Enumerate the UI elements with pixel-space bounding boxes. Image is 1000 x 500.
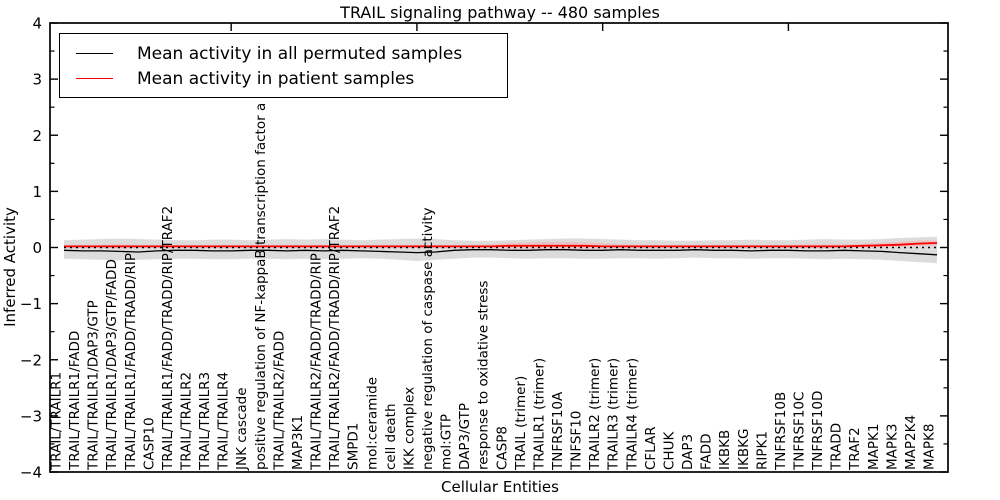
x-tick-label: SMPD1 xyxy=(346,423,362,470)
x-tick-label: CASP10 xyxy=(141,417,157,470)
y-tick-label: 2 xyxy=(32,127,42,145)
legend-line-patient-icon xyxy=(76,78,113,79)
y-tick-label: 3 xyxy=(32,71,42,89)
chart-title: TRAIL signaling pathway -- 480 samples xyxy=(340,3,660,22)
x-tick-label: response to oxidative stress xyxy=(476,281,492,470)
x-tick-label: MAPK8 xyxy=(922,424,938,470)
x-tick-label: TRAIL/TRAILR1/FADD/TRADD/RIP/TRAF2 xyxy=(160,206,176,471)
y-tick-label: 4 xyxy=(32,15,42,33)
legend-entry-patient: Mean activity in patient samples xyxy=(76,66,497,91)
x-axis-label: Cellular Entities xyxy=(441,478,559,496)
x-tick-label: negative regulation of caspase activity xyxy=(420,208,436,470)
x-tick-label: TRAIL/TRAILR2/FADD/TRADD/RIP xyxy=(309,253,325,471)
x-tick-label: TRADD xyxy=(829,423,845,471)
x-tick-label: TRAIL/TRAILR3 xyxy=(197,372,213,471)
x-tick-label: TNFRSF10A xyxy=(550,391,566,471)
x-tick-label: CASP8 xyxy=(494,426,510,470)
x-tick-label: TRAIL/TRAILR1 xyxy=(49,372,65,471)
x-tick-label: IKBKG xyxy=(736,429,752,470)
x-tick-label: DAP3/GTP xyxy=(457,403,473,470)
x-tick-label: TRAIL (trimer) xyxy=(513,376,529,471)
legend-entry-permuted: Mean activity in all permuted samples xyxy=(76,41,497,66)
x-tick-label: TRAILR3 (trimer) xyxy=(606,358,622,471)
y-tick-label: −2 xyxy=(20,351,42,369)
x-tick-label: cell death xyxy=(383,403,399,470)
x-tick-label: IKBKB xyxy=(717,430,733,470)
x-tick-label: TRAIL/TRAILR1/DAP3/GTP/FADD xyxy=(104,259,120,471)
y-axis-label: Inferred Activity xyxy=(1,207,19,327)
x-tick-label: MAP3K1 xyxy=(290,415,306,470)
x-tick-label: TRAIL/TRAILR1/FADD/TRADD/RIP xyxy=(123,253,139,471)
x-tick-label: JNK cascade xyxy=(234,387,250,471)
x-tick-label: mol:GTP xyxy=(439,414,455,470)
x-tick-label: TNFRSF10B xyxy=(773,392,789,471)
x-tick-label: DAP3 xyxy=(680,434,696,470)
permuted-mean-line xyxy=(63,249,938,256)
x-tick-label: CFLAR xyxy=(643,426,659,470)
x-tick-label: TNFRSF10D xyxy=(810,391,826,471)
x-tick-label: TRAIL/TRAILR1/DAP3/GTP xyxy=(86,300,102,471)
legend-line-permuted-icon xyxy=(76,53,113,54)
x-tick-label: IKK complex xyxy=(401,387,417,470)
x-tick-label: TRAIL/TRAILR1/FADD xyxy=(67,331,83,471)
y-tick-label: −1 xyxy=(20,295,42,313)
x-tick-label: TRAILR4 (trimer) xyxy=(624,358,640,471)
x-tick-label: CHUK xyxy=(661,431,677,470)
x-tick-label: TNFSF10 xyxy=(569,411,585,471)
x-tick-label: mol:ceramide xyxy=(364,377,380,470)
x-tick-label: FADD xyxy=(699,433,715,470)
x-tick-label: TRAF2 xyxy=(847,427,863,471)
x-tick-label: TRAIL/TRAILR4 xyxy=(216,372,232,471)
y-tick-label: −3 xyxy=(20,407,42,425)
legend: Mean activity in all permuted samples Me… xyxy=(59,33,508,98)
legend-label-permuted: Mean activity in all permuted samples xyxy=(137,43,463,64)
y-tick-label: −4 xyxy=(20,464,42,482)
x-tick-label: RIPK1 xyxy=(754,431,770,470)
x-tick-label: TNFRSF10C xyxy=(791,392,807,471)
x-tick-label: TRAIL/TRAILR2/FADD/TRADD/RIP/TRAF2 xyxy=(327,206,343,471)
x-tick-label: MAPK1 xyxy=(866,424,882,470)
x-tick-label: TRAILR2 (trimer) xyxy=(587,358,603,471)
x-tick-label: MAP2K4 xyxy=(903,415,919,470)
x-tick-label: TRAIL/TRAILR2/FADD xyxy=(271,331,287,471)
x-tick-label: positive regulation of NF-kappaB transcr… xyxy=(253,103,269,470)
x-tick-label: TRAIL/TRAILR2 xyxy=(179,372,195,471)
legend-label-patient: Mean activity in patient samples xyxy=(137,68,415,89)
x-tick-label: MAPK3 xyxy=(884,424,900,470)
patient-mean-line xyxy=(64,242,938,248)
y-tick-label: 0 xyxy=(32,239,42,257)
x-tick-label: TRAILR1 (trimer) xyxy=(531,358,547,471)
y-tick-label: 1 xyxy=(32,183,42,201)
